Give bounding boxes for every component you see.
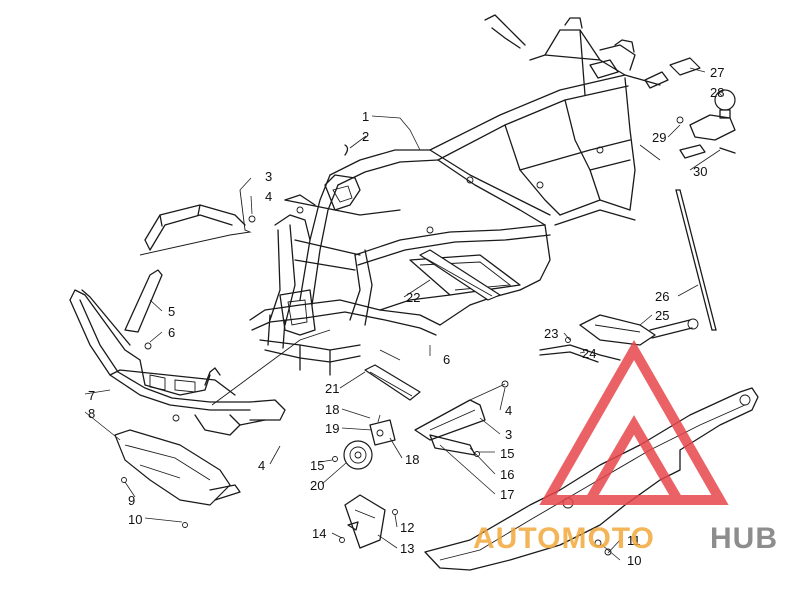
callout-10: 10 — [627, 553, 641, 568]
callout-14: 14 — [312, 526, 326, 541]
callout-16: 16 — [500, 467, 514, 482]
callout-13: 13 — [400, 541, 414, 556]
callout-7: 7 — [88, 388, 95, 403]
callout-25: 25 — [655, 308, 669, 323]
callout-28: 28 — [710, 85, 724, 100]
callout-1: 1 — [362, 109, 369, 124]
front-rack-bracket — [139, 189, 256, 256]
callout-3: 3 — [505, 427, 512, 442]
horn-assembly — [332, 414, 396, 470]
support-rod — [675, 189, 717, 331]
callout-4: 4 — [265, 189, 272, 204]
lower-mount-bracket — [339, 494, 398, 549]
callout-26: 26 — [655, 289, 669, 304]
watermark-triangle-logo — [539, 339, 729, 505]
mid-support-bracket — [414, 380, 509, 457]
callout-19: 19 — [325, 421, 339, 436]
callout-9: 9 — [128, 493, 135, 508]
callout-8: 8 — [88, 406, 95, 421]
callout-5: 5 — [168, 304, 175, 319]
callout-2: 2 — [362, 129, 369, 144]
callout-21: 21 — [325, 381, 339, 396]
tow-hitch — [669, 57, 736, 159]
leader-lines — [84, 67, 723, 561]
callout-24: 24 — [582, 346, 596, 361]
rear-bracket — [539, 314, 699, 363]
callout-4: 4 — [258, 458, 265, 473]
callout-27: 27 — [710, 65, 724, 80]
callout-23: 23 — [544, 326, 558, 341]
watermark-word-automoto: AUTOMOTO — [473, 522, 655, 555]
callout-30: 30 — [693, 164, 707, 179]
front-skid-plate — [114, 429, 241, 528]
front-bumper — [69, 289, 331, 436]
callout-15: 15 — [310, 458, 324, 473]
callout-3: 3 — [265, 169, 272, 184]
callout-10: 10 — [128, 512, 142, 527]
callout-6: 6 — [168, 325, 175, 340]
callout-29: 29 — [652, 130, 666, 145]
callout-15: 15 — [500, 446, 514, 461]
main-frame — [249, 14, 669, 376]
callout-20: 20 — [310, 478, 324, 493]
callout-22: 22 — [406, 290, 420, 305]
callout-18: 18 — [325, 402, 339, 417]
callout-numbers: 1 2 3 4 5 6 6 7 8 9 10 4 15 18 19 18 20 … — [88, 65, 724, 568]
front-strut — [124, 269, 163, 350]
callout-11: 11 — [627, 533, 641, 548]
footrest-bars — [364, 249, 501, 401]
callout-17: 17 — [500, 487, 514, 502]
watermark-word-hub: HUB — [710, 522, 778, 555]
callout-4: 4 — [505, 403, 512, 418]
callout-12: 12 — [400, 520, 414, 535]
automotohub-watermark: AUTOMOTO HUB — [473, 339, 778, 555]
callout-6: 6 — [443, 352, 450, 367]
callout-18: 18 — [405, 452, 419, 467]
